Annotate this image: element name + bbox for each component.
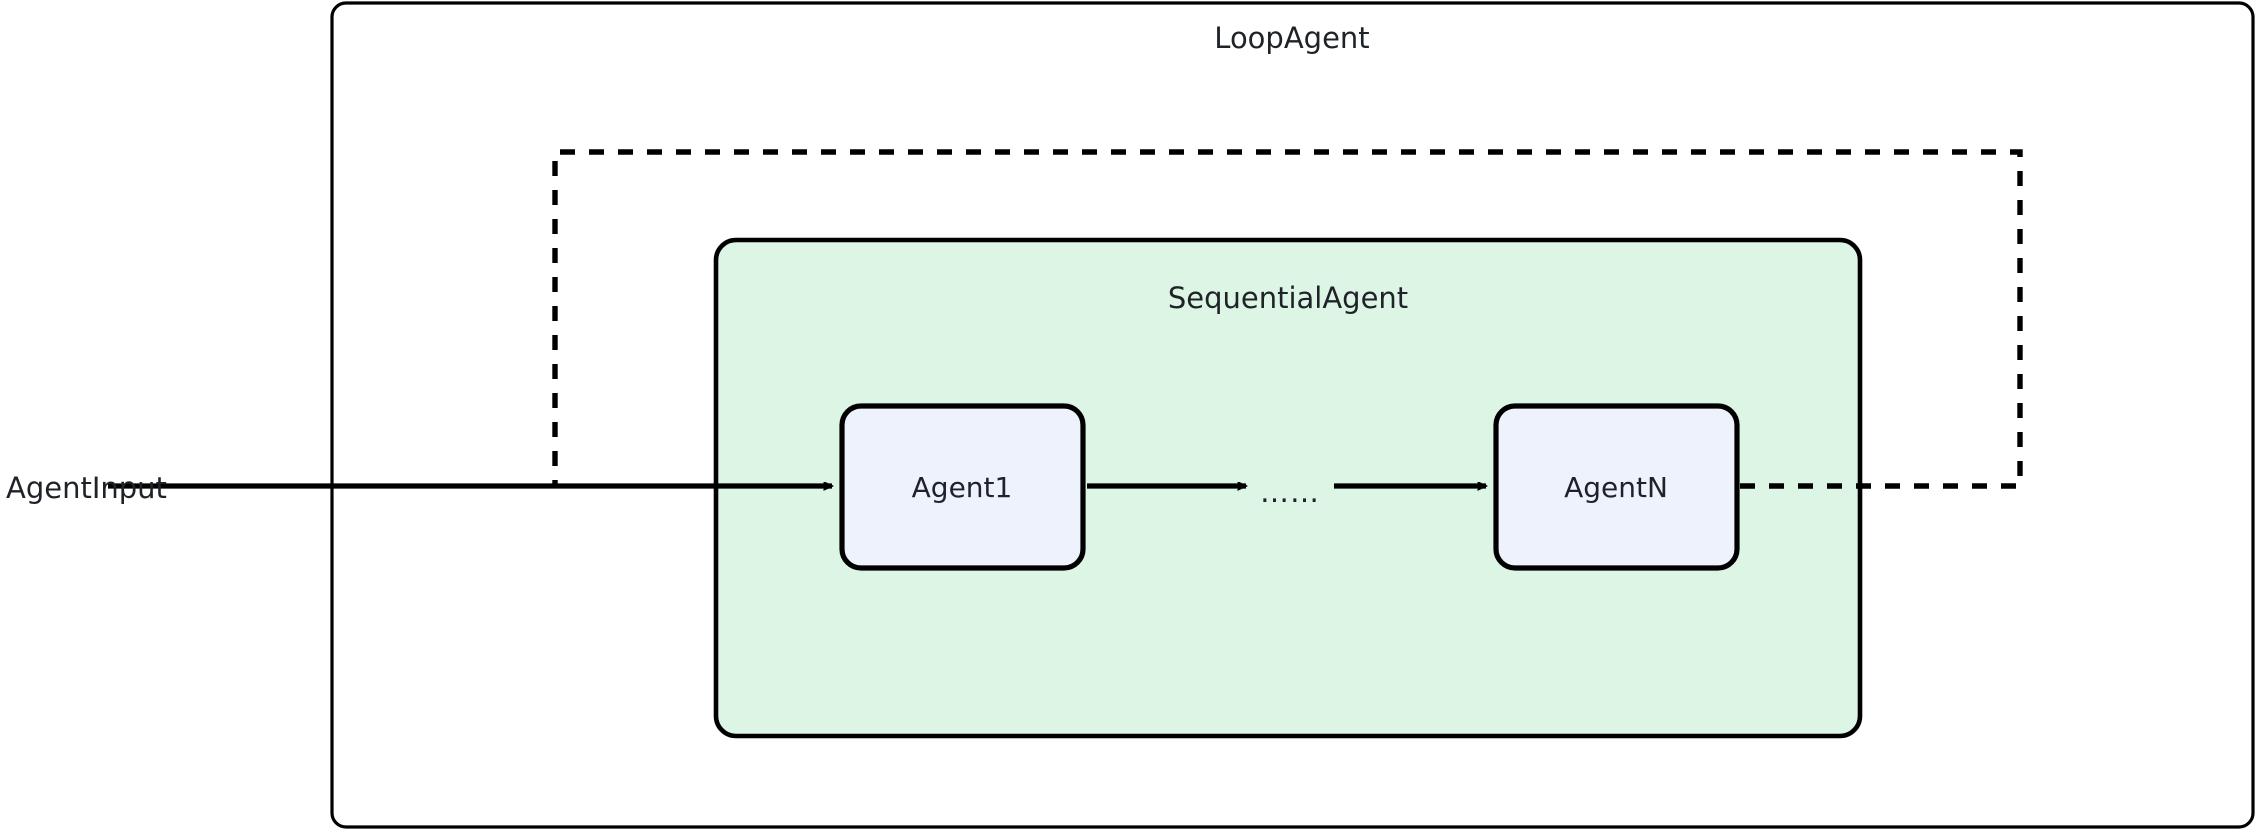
sequential-agent-label: SequentialAgent: [1168, 281, 1408, 315]
node-agent1[interactable]: [839, 403, 1086, 571]
node-agentn[interactable]: [1493, 403, 1740, 571]
loop-agent-label: LoopAgent: [1214, 21, 1369, 55]
edge-loopback-dashed: [552, 149, 2023, 489]
ellipsis-label: ……: [1260, 475, 1320, 509]
node-agentn-label: AgentN: [1564, 471, 1668, 504]
node-agent1-label: Agent1: [912, 471, 1013, 504]
agent-input-label: AgentInput: [6, 471, 167, 505]
